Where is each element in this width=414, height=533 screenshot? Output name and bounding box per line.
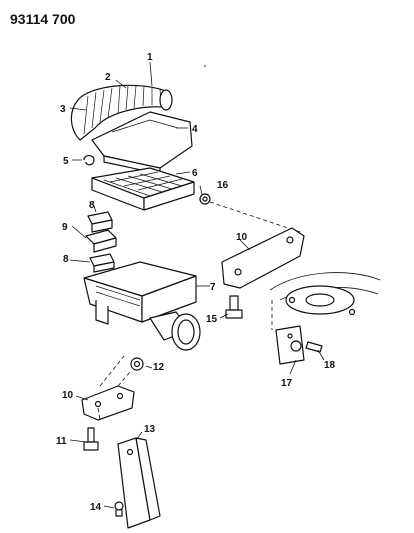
- callout-7: 7: [210, 282, 216, 293]
- insulator-9: [85, 229, 117, 253]
- callout-18: 18: [324, 360, 336, 371]
- mounting-bracket-17: [275, 325, 305, 365]
- callout-3: 3: [60, 104, 66, 115]
- insulator-block-8-lower: [89, 253, 115, 273]
- bolt-14: [114, 501, 124, 517]
- support-bracket-10-lower: [81, 385, 135, 421]
- callout-17: 17: [281, 378, 293, 389]
- dashed-leader-10-lower: [97, 355, 131, 421]
- callout-5: 5: [63, 156, 69, 167]
- callout-10-lower: 10: [62, 390, 74, 401]
- leader-lines: [69, 61, 325, 509]
- insulator-block-8-upper: [87, 211, 113, 233]
- support-post-13: [117, 437, 161, 529]
- air-cleaner-housing: [83, 261, 201, 351]
- callout-14: 14: [90, 502, 102, 513]
- clip-18: [305, 341, 323, 353]
- callout-10-upper: 10: [236, 232, 248, 243]
- support-bracket-10-upper: [221, 227, 305, 289]
- hose-clip: [83, 154, 95, 166]
- fender-panel: [269, 272, 381, 330]
- nut-16: [199, 193, 211, 205]
- callout-15: 15: [206, 314, 218, 325]
- callout-9: 9: [62, 222, 68, 233]
- bolt-15: [225, 295, 243, 319]
- callout-1: 1: [147, 52, 153, 63]
- speck: [204, 65, 206, 67]
- bolt-11: [83, 427, 99, 451]
- intake-hose: [70, 84, 173, 141]
- callout-11: 11: [56, 436, 67, 447]
- callout-2: 2: [105, 72, 111, 83]
- callout-16: 16: [217, 180, 229, 191]
- callout-13: 13: [144, 424, 156, 435]
- callout-6: 6: [192, 168, 198, 179]
- callout-4: 4: [192, 124, 198, 135]
- nut-12: [130, 357, 144, 371]
- diagram-code: 93114 700: [10, 11, 76, 27]
- callout-8-lower: 8: [63, 254, 69, 265]
- dashed-leader-16: [209, 201, 301, 233]
- callout-12: 12: [153, 362, 165, 373]
- air-filter-element: [91, 167, 195, 211]
- cleaner-cover-adapter: [91, 111, 193, 175]
- callout-8-upper: 8: [89, 200, 95, 211]
